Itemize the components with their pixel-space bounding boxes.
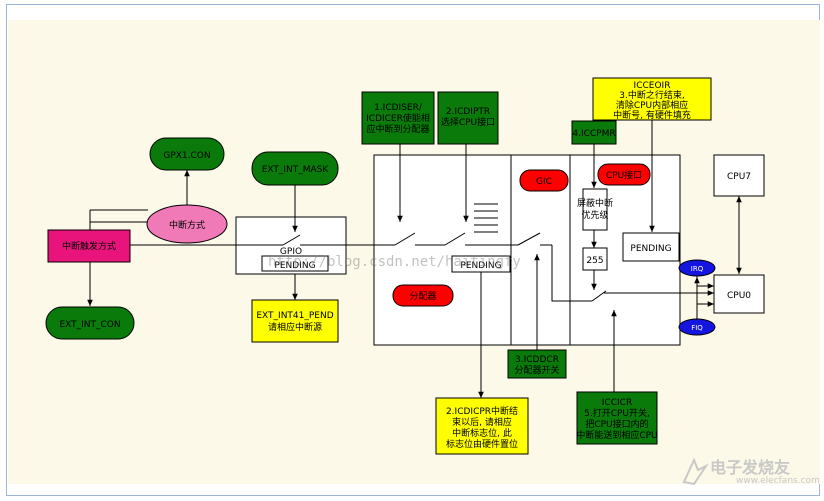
- labels: GPX1.CON 中断方式 中断触发方式 EXT_INT_CON EXT_INT…: [59, 81, 751, 450]
- icddcr-line2: 分配器开关: [514, 364, 559, 376]
- distributor-label: 分配器: [409, 291, 436, 302]
- watermark-url: http://blog.csdn.net/haitingfy: [268, 254, 521, 270]
- ext-int-con-node: [45, 306, 135, 340]
- gpx1-con-label: GPX1.CON: [163, 151, 210, 161]
- cpu-interface-label: CPU接口: [606, 169, 642, 181]
- cpu-pending-box: [622, 232, 680, 262]
- ext-int-con-label: EXT_INT_CON: [59, 320, 120, 330]
- cpu-pending-label: PENDING: [630, 244, 671, 254]
- icdicpr-line4: 标志位由硬件置位: [446, 438, 518, 450]
- icdicpr-box: [435, 397, 529, 455]
- gpio-switch: [282, 234, 301, 246]
- cpu0-box: [713, 274, 765, 314]
- icceoir-line4: 中断号, 有硬件填充: [613, 109, 691, 121]
- gic-label-node: [519, 169, 569, 192]
- gpio-pending-label: PENDING: [274, 261, 315, 271]
- fiq-label: FIQ: [691, 324, 703, 332]
- ext-int41-pend-line1: EXT_INT41_PEND: [256, 311, 333, 321]
- icdicpr-line1: 2.ICDICPR中断结: [446, 405, 518, 417]
- icddcr-box: [507, 349, 567, 379]
- iccpmr-label: 4.ICCPMR: [572, 129, 615, 139]
- icdiser-line1: 1.ICDISER/: [374, 103, 423, 113]
- trigger-mode-label: 中断触发方式: [62, 240, 116, 252]
- logo-icon: [682, 457, 709, 486]
- cpu7-label: CPU7: [727, 172, 751, 182]
- gic-pending-label: PENDING: [460, 261, 501, 271]
- mask-priority-box: [582, 188, 608, 231]
- mask-priority-line2: 优先级: [581, 209, 608, 221]
- int-mode-label: 中断方式: [169, 219, 205, 231]
- cpu7-box: [713, 154, 765, 197]
- gpio-pending-box: [261, 255, 329, 272]
- cpu0-label: CPU0: [727, 291, 751, 301]
- irq-label: IRQ: [691, 265, 704, 273]
- ext-int-mask-node: [251, 151, 339, 186]
- iccpmr-box: [571, 120, 617, 145]
- gpio-label: GPIO: [280, 247, 302, 257]
- icdiptr-box: [437, 91, 499, 145]
- icceoir-line1: ICCEOIR: [634, 81, 671, 91]
- ext-int41-pend-line2: 请相应中断源: [268, 321, 322, 333]
- distributor-node: [392, 284, 454, 307]
- cpu-interface-node: [597, 163, 651, 186]
- icceoir-line3: 清除CPU内部相应: [616, 99, 688, 111]
- gic-label: GIC: [536, 177, 552, 187]
- trigger-mode-box: [47, 229, 131, 263]
- site-logo: 电子发烧友 www.elecfans.com: [680, 452, 820, 496]
- icdicpr-line2: 束以后, 请相应: [452, 416, 512, 428]
- icdicpr-line3: 中断标志位, 此: [452, 427, 512, 439]
- iccicr-line4: 中断能送到相应CPU: [576, 429, 657, 441]
- gic-internal-lines: [374, 155, 680, 345]
- logo-text: 电子发烧友: [710, 458, 791, 477]
- gpx1-con-node: [149, 137, 225, 171]
- iccicr-line1: ICCICR: [602, 398, 632, 408]
- priority-value-box: [582, 247, 608, 271]
- ext-int41-pend-box: [251, 299, 339, 343]
- icdiptr-line2: 选择CPU接口: [441, 116, 495, 128]
- icdiser-line3: 应中断到分配器: [366, 123, 429, 135]
- gic-dash-marks-top: [474, 203, 498, 233]
- icceoir-box: [592, 77, 712, 121]
- icdiptr-line1: 2.ICDIPTR: [446, 107, 490, 117]
- priority-value-label: 255: [586, 256, 603, 266]
- int-mode-ellipse: [146, 204, 228, 244]
- iccicr-box: [576, 391, 658, 445]
- icddcr-line1: 3.ICDDCR: [515, 355, 559, 365]
- mask-priority-line1: 屏蔽中断: [577, 197, 613, 209]
- gic-pending-box: [451, 255, 511, 273]
- iccicr-line2: 5.打开CPU开关,: [584, 407, 650, 419]
- icdiser-line2: ICDICER使能相: [366, 112, 430, 124]
- icceoir-line2: 3.中断之行结束,: [619, 89, 684, 101]
- logo-url: www.elecfans.com: [736, 476, 820, 486]
- icdiser-box: [361, 91, 435, 145]
- iccicr-line3: 把CPU接口内的: [585, 418, 648, 430]
- ext-int-mask-label: EXT_INT_MASK: [262, 165, 330, 175]
